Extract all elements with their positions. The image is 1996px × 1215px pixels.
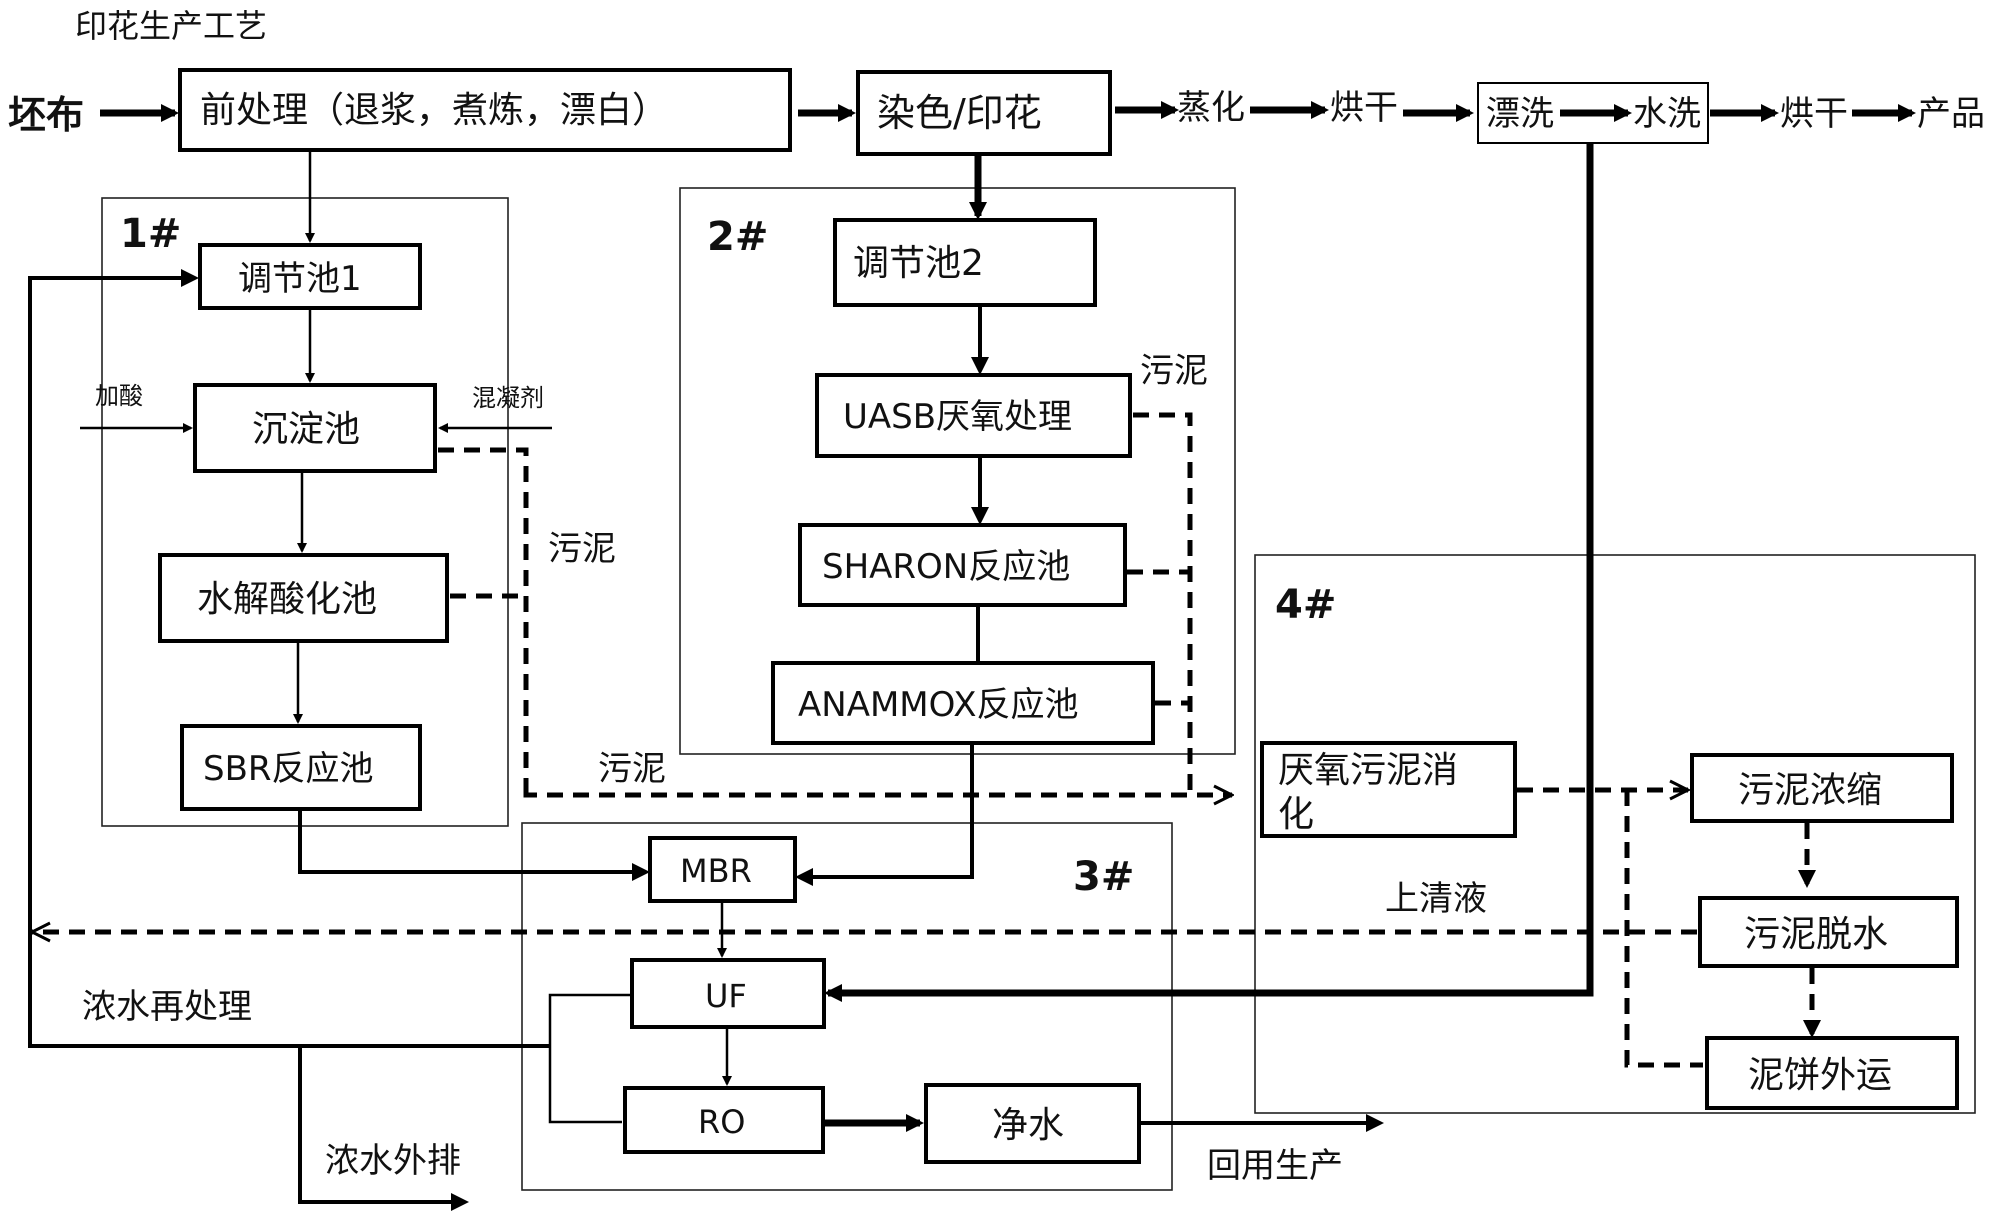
pretreatment-label: 前处理（退浆，煮炼，漂白）: [200, 90, 668, 131]
pretreatment-box: [178, 68, 792, 152]
product-label: 产品: [1917, 94, 1985, 134]
uf-ro-concentrate-bracket: [548, 993, 630, 1124]
cake-out-label: 泥饼外运: [1748, 1055, 1892, 1096]
cake-out-box: [1705, 1036, 1959, 1110]
regulating-pool-2-box: [833, 218, 1097, 307]
settling-pool-label: 沉淀池: [252, 409, 360, 450]
concentrate-reprocess-loop: [28, 269, 550, 1048]
settling-pool-box: [193, 383, 437, 473]
zone-2-frame: [679, 187, 1236, 755]
dewatering-label: 污泥脱水: [1744, 914, 1888, 955]
hydrolysis-pool-label: 水解酸化池: [197, 579, 377, 620]
regulating-pool-1-label: 调节池1: [238, 259, 362, 299]
dewatering-box: [1698, 896, 1959, 968]
mbr-label: MBR: [680, 852, 752, 890]
wash-label: 水洗: [1633, 94, 1701, 134]
zone-4-label: 4#: [1275, 582, 1336, 628]
grey-cloth-label: 坯布: [8, 93, 84, 137]
sbr-pool-label: SBR反应池: [203, 749, 374, 789]
regulating-pool-2-label: 调节池2: [853, 243, 984, 284]
coagulant-label: 混凝剂: [472, 384, 544, 412]
clean-water-label: 净水: [992, 1105, 1064, 1146]
reuse-production-label: 回用生产: [1207, 1146, 1343, 1186]
dyeing-printing-box: [856, 70, 1112, 156]
zone-1-frame: [101, 197, 509, 827]
uasb-sludge-line: [1133, 412, 1193, 795]
sharon-label: SHARON反应池: [822, 547, 1070, 587]
sbr-pool-box: [180, 724, 422, 811]
zone-3-frame: [521, 822, 1173, 1191]
mid-sludge-label: 污泥: [598, 749, 666, 789]
digestion-bypass-to-cake-line: [1624, 790, 1703, 1068]
regulating-pool-1-box: [198, 243, 422, 310]
zone1-sludge-label: 污泥: [548, 529, 616, 569]
digestion-label-line2: 化: [1278, 794, 1314, 835]
mbr-box: [648, 836, 797, 903]
drying2-label: 烘干: [1780, 94, 1848, 134]
rinse-label: 漂洗: [1486, 94, 1554, 134]
uasb-box: [815, 373, 1132, 458]
thickening-label: 污泥浓缩: [1738, 770, 1882, 811]
arrow-anammox-to-mbr: [795, 745, 974, 886]
zone-2-label: 2#: [707, 214, 768, 260]
rinse-water-to-uf-line: [824, 143, 1594, 1002]
anammox-box: [771, 661, 1155, 745]
thickening-box: [1690, 753, 1954, 823]
supernatant-label: 上清液: [1385, 879, 1487, 919]
digestion-box: [1260, 741, 1517, 838]
zone-4-frame: [1254, 554, 1976, 1114]
concentrate-discharge-label: 浓水外排: [325, 1141, 461, 1181]
uf-label: UF: [705, 977, 747, 1015]
drying1-label: 烘干: [1330, 88, 1398, 128]
hydrolysis-pool-box: [158, 553, 449, 643]
page-title: 印花生产工艺: [75, 7, 267, 45]
ro-box: [623, 1086, 825, 1154]
ro-label: RO: [698, 1103, 745, 1141]
clean-water-box: [924, 1083, 1141, 1164]
digestion-label: 厌氧污泥消 化: [1278, 750, 1469, 835]
zone2-sludge-label: 污泥: [1140, 351, 1208, 391]
zone-1-label: 1#: [120, 211, 181, 257]
concentrate-discharge-arrow: [298, 1046, 469, 1211]
dyeing-printing-label: 染色/印花: [877, 91, 1042, 135]
uasb-label: UASB厌氧处理: [843, 397, 1072, 437]
add-acid-label: 加酸: [95, 382, 143, 410]
sludge-to-digestion-line: [523, 790, 1232, 795]
zone-3-label: 3#: [1073, 854, 1134, 900]
settling-sludge-line: [438, 447, 529, 790]
sharon-box: [798, 523, 1127, 607]
steaming-label: 蒸化: [1177, 88, 1245, 128]
arrow-sbr-to-mbr: [298, 811, 650, 881]
anammox-label: ANAMMOX反应池: [798, 685, 1079, 725]
concentrate-reprocess-label: 浓水再处理: [82, 987, 252, 1027]
digestion-label-line1: 厌氧污泥消: [1278, 750, 1458, 791]
